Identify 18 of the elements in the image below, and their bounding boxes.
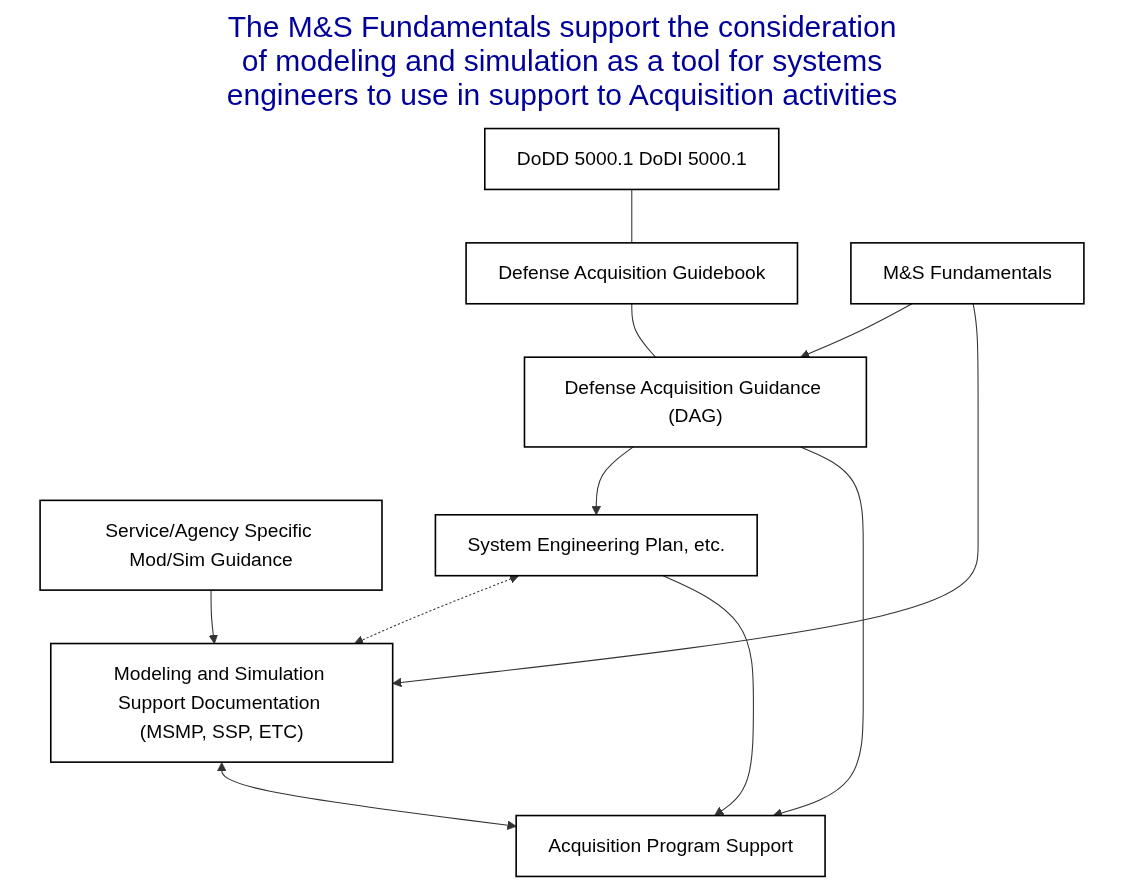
arrow <box>217 762 517 830</box>
node-box: Defense Acquisition Guidance (DAG) <box>523 356 868 448</box>
node-box: M&S Fundamentals <box>850 242 1085 305</box>
title: The M&S Fundamentals support the consideration of modeling and simulation as a tool for systems engineers to use in support to Acquisition activities <box>225 10 899 112</box>
arrow <box>354 574 519 645</box>
node-box: System Engineering Plan, etc. <box>434 514 758 577</box>
connector <box>631 188 633 244</box>
arrow <box>591 446 634 516</box>
arrow <box>392 303 979 688</box>
connector <box>631 303 657 358</box>
node-box: Acquisition Program Support <box>515 814 826 878</box>
node-box: DoDD 5000.1 DoDI 5000.1 <box>484 127 780 191</box>
arrow <box>662 575 754 816</box>
arrow <box>800 303 913 359</box>
node-box: Modeling and Simulation Support Documentation (MSMP, SSP, ETC) <box>50 642 394 763</box>
node-box: Service/Agency Specific Mod/Sim Guidance <box>39 499 383 591</box>
node-box: Defense Acquisition Guidebook <box>465 242 799 305</box>
arrow <box>208 589 218 644</box>
